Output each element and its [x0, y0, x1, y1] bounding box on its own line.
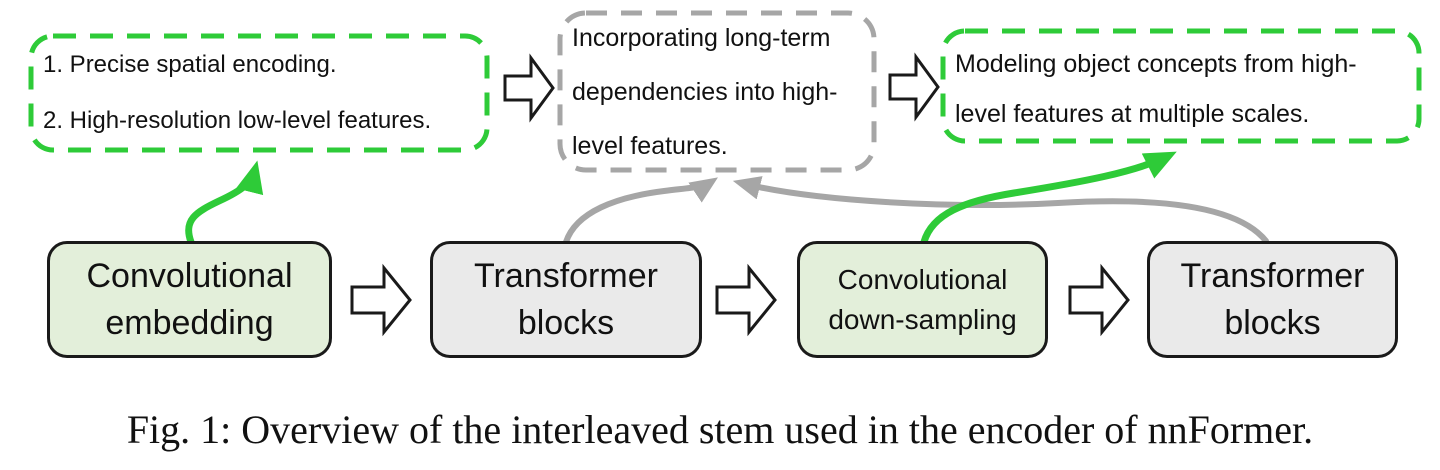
block-label-line: down-sampling — [828, 303, 1017, 335]
figure-caption: Fig. 1: Overview of the interleaved stem… — [126, 407, 1314, 452]
flow-arrow-icon — [715, 263, 777, 337]
flow-arrow-icon — [888, 52, 940, 122]
callout-line: dependencies into high- — [572, 77, 838, 106]
flow-arrow-icon — [503, 53, 555, 123]
callout-line: level features at multiple scales. — [955, 100, 1310, 128]
callout-line: Incorporating long-term — [572, 23, 831, 52]
callout-modeling-concepts: Modeling object concepts from high- leve… — [940, 28, 1422, 144]
green-dashed-border — [28, 33, 490, 153]
block-label-line: blocks — [517, 303, 615, 342]
gray-curved-arrow-icon — [732, 176, 1269, 244]
flow-arrow-icon — [350, 263, 412, 337]
gray-dashed-border — [557, 10, 877, 173]
callout-line: Modeling object concepts from high- — [955, 50, 1357, 78]
block-label-line: Transformer — [474, 256, 658, 295]
gray-curved-arrow-icon — [563, 177, 718, 245]
flow-arrow-icon — [1068, 263, 1130, 337]
block-transformer-blocks-1: Transformer blocks — [430, 241, 702, 358]
callout-longterm-dependencies: Incorporating long-term dependencies int… — [557, 10, 877, 173]
block-convolutional-downsampling: Convolutional down-sampling — [797, 241, 1048, 358]
block-label-line: embedding — [105, 303, 274, 342]
callout-line: 2. High-resolution low-level features. — [43, 107, 432, 134]
block-convolutional-embedding: Convolutional embedding — [47, 241, 332, 358]
block-label-line: Convolutional — [86, 256, 293, 295]
callout-line: level features. — [572, 131, 728, 160]
block-label-line: Transformer — [1180, 256, 1365, 295]
callout-spatial-encoding: 1. Precise spatial encoding. 2. High-res… — [28, 33, 490, 153]
green-dashed-border — [940, 28, 1422, 144]
block-label-line: blocks — [1224, 303, 1321, 342]
callout-line: 1. Precise spatial encoding. — [43, 51, 337, 78]
green-curved-arrow-icon — [920, 151, 1177, 246]
green-curved-arrow-icon — [185, 160, 264, 246]
block-label-line: Convolutional — [837, 263, 1008, 295]
block-transformer-blocks-2: Transformer blocks — [1147, 241, 1398, 358]
